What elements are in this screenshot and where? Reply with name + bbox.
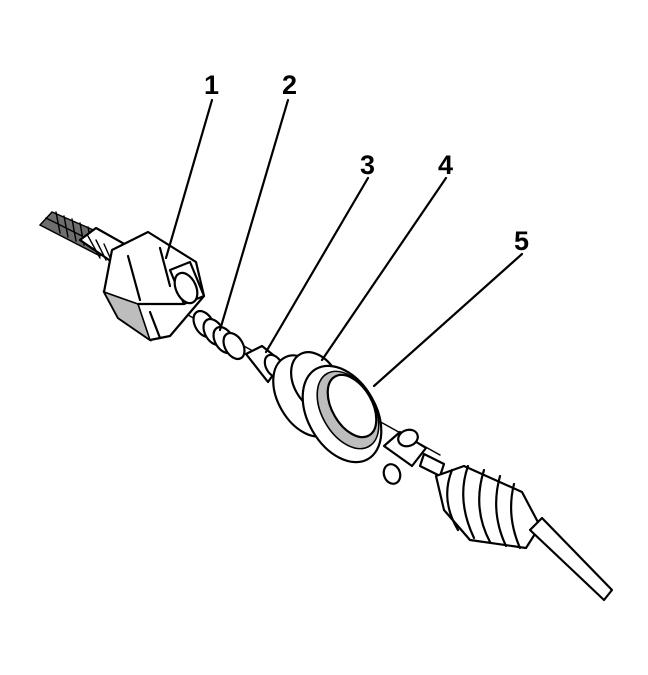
callout-1: 1 bbox=[204, 70, 220, 100]
leader-2 bbox=[218, 98, 290, 332]
callout-5: 5 bbox=[514, 226, 530, 256]
leader-3 bbox=[264, 176, 370, 354]
tripod-spider bbox=[382, 428, 446, 485]
outer-boot bbox=[434, 464, 542, 550]
seal-ring bbox=[301, 364, 383, 464]
spring bbox=[192, 309, 246, 361]
callout-4: 4 bbox=[438, 150, 454, 180]
leader-4 bbox=[320, 176, 448, 362]
tripod-housing bbox=[102, 230, 206, 343]
leader-1 bbox=[164, 98, 214, 260]
callout-2: 2 bbox=[282, 70, 298, 100]
leader-5 bbox=[372, 252, 524, 388]
axle-shaft bbox=[528, 516, 614, 602]
leader-lines bbox=[164, 98, 524, 388]
callout-3: 3 bbox=[360, 150, 376, 180]
